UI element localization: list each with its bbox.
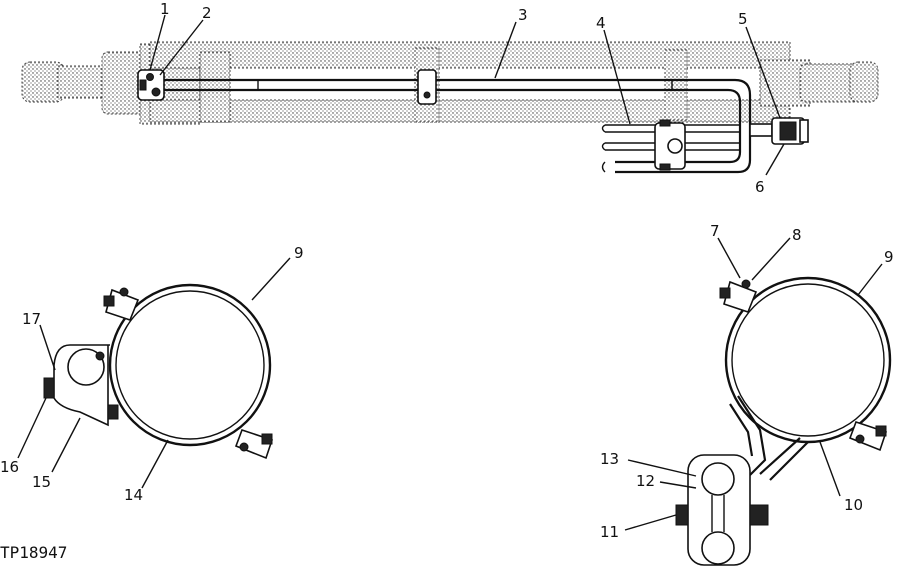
callout-16: 16 xyxy=(0,458,19,476)
callout-17: 17 xyxy=(22,310,41,328)
figure-code: TP18947 xyxy=(0,543,67,562)
callout-2: 2 xyxy=(202,4,212,22)
callout-9-right: 9 xyxy=(884,248,894,266)
callout-3: 3 xyxy=(518,6,528,24)
right-fitting xyxy=(749,117,809,145)
callout-15: 15 xyxy=(32,473,51,491)
callout-11: 11 xyxy=(600,523,619,541)
leader-lines xyxy=(17,14,883,531)
clamp-detail-left xyxy=(43,283,274,460)
cylinder-assembly-top-view xyxy=(21,41,879,174)
callout-8: 8 xyxy=(792,226,802,244)
callout-12: 12 xyxy=(636,472,655,490)
callout-1: 1 xyxy=(160,0,170,18)
tube-clamp-4 xyxy=(654,119,686,171)
callout-9-left: 9 xyxy=(294,244,304,262)
callout-7: 7 xyxy=(710,222,720,240)
callout-6: 6 xyxy=(755,178,765,196)
mid-clamp xyxy=(417,69,437,105)
callout-4: 4 xyxy=(596,14,606,32)
hydraulic-cylinder-ghost xyxy=(21,41,879,125)
callout-14: 14 xyxy=(124,486,143,504)
callout-13: 13 xyxy=(600,450,619,468)
callouts: 1 2 3 4 5 6 7 8 9 9 10 11 12 13 14 15 16… xyxy=(0,0,894,541)
callout-10: 10 xyxy=(844,496,863,514)
left-fitting xyxy=(137,69,165,101)
clamp-detail-right xyxy=(675,276,892,566)
callout-5: 5 xyxy=(738,10,748,28)
